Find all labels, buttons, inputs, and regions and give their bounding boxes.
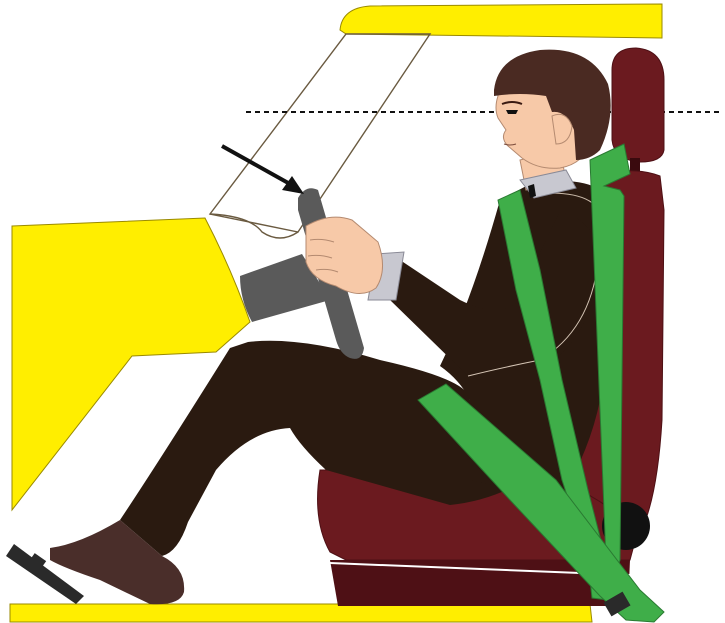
car-roof [340,4,662,38]
windshield-lower-curve [210,214,298,238]
arrow-head [282,176,304,194]
car-floor [10,604,592,622]
arrow-indicator [222,146,290,184]
driver-eye [506,110,518,114]
seat-headrest [612,48,664,162]
